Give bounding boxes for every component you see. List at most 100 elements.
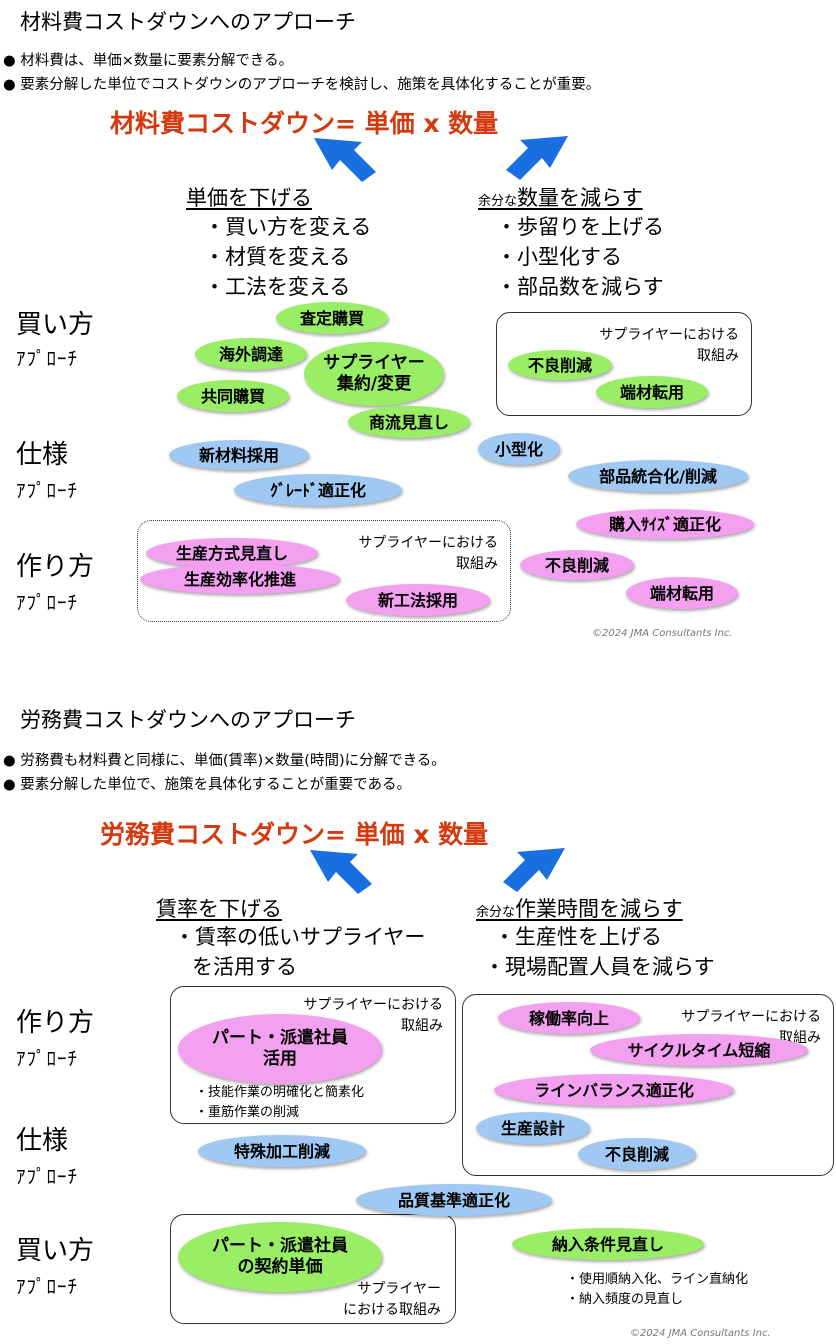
arrow-up-left-icon [310,850,372,894]
pill-shinzairyo-saiyo: 新材料採用 [169,440,309,470]
note-line: サプライヤーにおける [681,1009,821,1025]
material-right-heading-prefix: 余分な [478,194,518,209]
pill-supplier-shuyaku: サプライヤー集約/変更 [304,342,444,406]
pill-buhin-togoka: 部品統合化/削減 [568,460,748,492]
arrow-up-left-icon [314,138,376,182]
pill-kaigai-chotatsu: 海外調達 [195,338,307,370]
labor-left-item-1: ・賃率の低いサプライヤー [174,925,426,949]
pill-line: 活用 [263,1049,297,1069]
arrow-up-right-icon [503,848,565,892]
labor-row-sub-spec: ｱﾌﾟﾛｰﾁ [16,1166,79,1188]
note-line: サプライヤーにおける [358,535,498,551]
pill-hinshitsu-kijun: 品質基準適正化 [356,1184,552,1216]
labor-right-heading-text: 作業時間を減らす [515,897,683,921]
pill-furyo-sakugen-labor: 不良削減 [578,1138,696,1170]
material-title: 材料費コストダウンへのアプローチ [20,10,356,34]
note-line: 取組み [456,556,498,572]
material-supplier-note-2: サプライヤーにおける 取組み [358,533,498,575]
material-left-item-3: ・工法を変える [204,275,351,299]
labor-left-box-notes: ・技能作業の明確化と簡素化 ・重筋作業の削減 [195,1083,364,1123]
pill-grade-tekiseika: ｸﾞﾚｰﾄﾞ適正化 [234,474,402,506]
labor-supplier-box-buy: サプライヤー における取組み [170,1214,456,1324]
material-left-item-2: ・材質を変える [204,245,351,269]
pill-seisan-sekkei: 生産設計 [476,1112,590,1144]
labor-bullet-2: ● 要素分解した単位で、施策を具体化することが重要である。 [3,777,412,793]
material-row-sub-spec: ｱﾌﾟﾛｰﾁ [16,480,79,502]
labor-copyright: ©2024 JMA Consultants Inc. [630,1328,771,1339]
pill-furyo-sakugen-2: 不良削減 [520,550,634,580]
pill-kogataka: 小型化 [478,433,560,465]
material-row-sub-buy: ｱﾌﾟﾛｰﾁ [16,348,79,370]
labor-left-item-2: を活用する [192,955,297,979]
note-line: ・重筋作業の削減 [195,1105,300,1120]
pill-line: 集約/変更 [336,374,412,394]
labor-row-sub-buy: ｱﾌﾟﾛｰﾁ [16,1276,79,1298]
note-line: 取組み [697,348,739,364]
material-right-item-3: ・部品数を減らす [496,275,664,299]
material-supplier-box-top: サプライヤーにおける 取組み [496,312,752,416]
note-line: ・技能作業の明確化と簡素化 [195,1085,365,1100]
pill-seisan-koritsuka: 生産効率化推進 [140,564,340,594]
pill-tanzai-tenyo-2: 端材転用 [626,577,738,609]
labor-supplier-note-3: サプライヤー における取組み [343,1279,441,1321]
arrow-up-right-icon [506,136,568,180]
labor-row-label-buy: 買い方 [16,1236,95,1266]
pill-line: の契約単価 [237,1257,323,1277]
pill-satei-kobai: 査定購買 [276,302,388,334]
pill-line-balance: ラインバランス適正化 [494,1074,734,1106]
material-row-label-spec: 仕様 [16,440,69,470]
material-formula: 材料費コストダウン= 単価 x 数量 [110,109,499,138]
labor-row-label-spec: 仕様 [16,1126,69,1156]
pill-tokushu-kako: 特殊加工削減 [198,1135,366,1167]
pill-tanzai-tenyo-1: 端材転用 [596,376,708,408]
material-row-label-buy: 買い方 [16,310,95,340]
pill-part-haken-katsuyo: パート・派遣社員活用 [178,1014,382,1084]
labor-row-sub-make: ｱﾌﾟﾛｰﾁ [16,1048,79,1070]
note-line: における取組み [343,1302,441,1318]
pill-nonyu-joken: 納入条件見直し [512,1228,704,1260]
labor-bullet-1: ● 労務費も材料費と同様に、単価(賃率)×数量(時間)に分解できる。 [3,753,446,769]
material-left-heading: 単価を下げる [186,186,312,210]
pill-line: パート・派遣社員 [212,1028,348,1048]
pill-shoryu-minaoshi: 商流見直し [348,406,470,438]
labor-right-heading: 余分な作業時間を減らす [476,893,683,923]
labor-bottom-notes: ・使用順納入化、ライン直納化 ・納入頻度の見直し [566,1270,748,1310]
labor-supplier-box-make: サプライヤーにおける 取組み ・技能作業の明確化と簡素化 ・重筋作業の削減 [170,986,456,1124]
pill-kounyu-size: 購入ｻｲｽﾞ適正化 [576,509,754,539]
material-bullet-1: ● 材料費は、単価×数量に要素分解できる。 [3,53,294,69]
note-line: ・納入頻度の見直し [566,1292,684,1307]
material-left-item-1: ・買い方を変える [204,215,372,239]
labor-row-label-make: 作り方 [16,1008,95,1038]
pill-kadoritsu-kojo: 稼働率向上 [498,1002,640,1034]
pill-cycle-time-tanshuku: サイクルタイム短縮 [590,1034,808,1066]
pill-kyodo-kobai: 共同購買 [177,380,289,412]
pill-shinkoho-saiyo: 新工法採用 [346,584,490,616]
labor-right-heading-prefix: 余分な [476,905,516,920]
pill-furyo-sakugen-1: 不良削減 [508,350,612,380]
note-line: ・使用順納入化、ライン直納化 [566,1272,749,1287]
note-line: サプライヤー [357,1281,441,1297]
note-line: 取組み [401,1018,443,1034]
material-right-item-2: ・小型化する [496,245,622,269]
pill-line: サプライヤー [323,353,425,373]
material-right-heading-text: 数量を減らす [517,186,643,210]
material-right-heading: 余分な数量を減らす [478,182,643,212]
material-supplier-box-bottom: サプライヤーにおける 取組み [137,520,511,622]
note-line: サプライヤーにおける [599,327,739,343]
pill-seisan-hoshiki: 生産方式見直し [146,538,318,568]
material-right-item-1: ・歩留りを上げる [496,215,664,239]
material-row-sub-make: ｱﾌﾟﾛｰﾁ [16,592,79,614]
labor-title: 労務費コストダウンへのアプローチ [20,708,356,732]
material-row-label-make: 作り方 [16,552,95,582]
note-line: サプライヤーにおける [303,997,443,1013]
pill-line: パート・派遣社員 [212,1236,348,1256]
pill-part-haken-keiyaku: パート・派遣社員の契約単価 [178,1222,382,1292]
material-supplier-note-1: サプライヤーにおける 取組み [599,325,739,367]
material-bullet-2: ● 要素分解した単位でコストダウンのアプローチを検討し、施策を具体化することが重… [3,77,601,93]
labor-left-heading: 賃率を下げる [156,897,282,921]
labor-supplier-note-1: サプライヤーにおける 取組み [303,995,443,1037]
labor-formula: 労務費コストダウン= 単価 x 数量 [100,820,489,849]
labor-right-item-1: ・生産性を上げる [494,925,662,949]
labor-right-item-2: ・現場配置人員を減らす [484,955,715,979]
material-copyright: ©2024 JMA Consultants Inc. [592,628,733,639]
